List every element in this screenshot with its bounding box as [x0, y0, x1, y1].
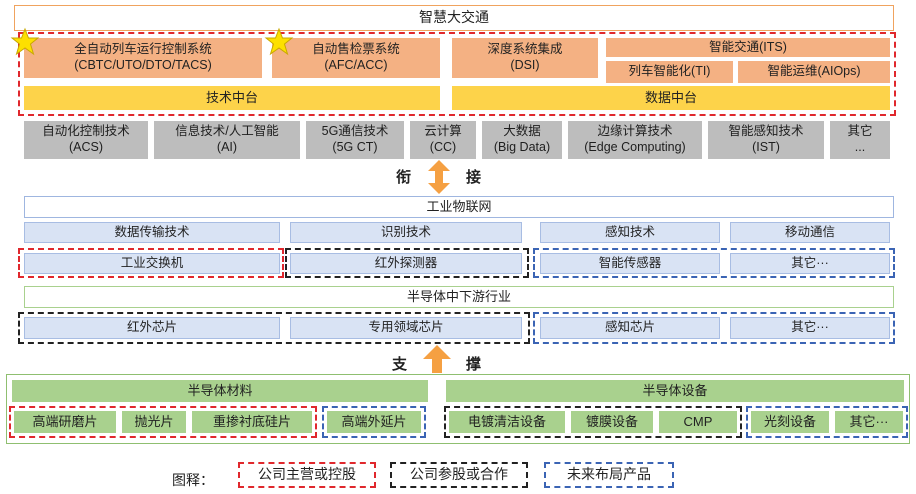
afc-sub: (AFC/ACC): [324, 58, 388, 72]
dsi-sub: (DSI): [510, 58, 540, 72]
support-left-char: 支: [392, 356, 408, 373]
equipment-item: 电镀清洁设备: [449, 411, 565, 433]
iot-category: 感知技术: [540, 222, 720, 243]
afc-label: 自动售检票系统: [312, 42, 400, 57]
red-dashed-frame: [18, 248, 284, 278]
tech-label: 云计算: [424, 124, 462, 139]
equipment-item: 光刻设备: [751, 411, 829, 433]
tech-item: 云计算(CC): [410, 121, 476, 159]
tech-item: 5G通信技术(5G CT): [306, 121, 404, 159]
iot-title: 工业物联网: [24, 196, 894, 218]
tech-sub: (5G CT): [332, 140, 378, 154]
semi-item: 感知芯片: [540, 317, 720, 339]
star-icon: [264, 27, 294, 56]
afc-box: 自动售检票系统 (AFC/ACC): [272, 38, 440, 78]
tech-sub: (AI): [216, 140, 238, 154]
tech-sub: ...: [854, 140, 866, 154]
blue-dashed-frame: [746, 406, 908, 438]
equipment-item: 其它···: [835, 411, 903, 433]
double-arrow-icon: [428, 160, 450, 194]
black-dashed-frame: [285, 248, 529, 278]
connect-left-char: 衔: [396, 169, 412, 186]
tech-item: 边缘计算技术(Edge Computing): [568, 121, 702, 159]
blue-dashed-frame: [322, 406, 426, 438]
its-box: 智能交通(ITS): [606, 38, 890, 57]
iot-item: 其它···: [730, 253, 890, 274]
equipment-item: CMP: [659, 411, 737, 433]
tech-sub: (CC): [429, 140, 457, 154]
tech-sub: (IST): [752, 140, 780, 154]
tech-platform: 技术中台: [24, 86, 440, 110]
iot-item: 工业交换机: [24, 253, 280, 274]
equipment-item: 镀膜设备: [571, 411, 653, 433]
material-item: 高端外延片: [327, 411, 421, 433]
cbtc-label: 全自动列车运行控制系统: [74, 42, 212, 57]
tech-label: 自动化控制技术: [42, 124, 130, 139]
tech-sub: (Big Data): [493, 140, 551, 154]
iot-category: 识别技术: [290, 222, 522, 243]
tech-sub: (Edge Computing): [584, 140, 686, 154]
tech-label: 信息技术/人工智能: [175, 124, 279, 139]
legend-black: 公司参股或合作: [390, 462, 528, 488]
tech-item: 智能感知技术(IST): [708, 121, 824, 159]
semi-item: 专用领域芯片: [290, 317, 522, 339]
legend-label: 图释：: [172, 472, 214, 488]
app-group-red-frame: [18, 32, 896, 116]
tech-label: 智能感知技术: [728, 124, 804, 139]
blue-dashed-frame: [533, 312, 895, 344]
cbtc-box: 全自动列车运行控制系统 (CBTC/UTO/DTO/TACS): [24, 38, 262, 78]
materials-title: 半导体材料: [12, 380, 428, 402]
aiops-box: 智能运维(AIOps): [738, 61, 890, 83]
material-item: 重掺衬底硅片: [192, 411, 312, 433]
tech-item: 其它...: [830, 121, 890, 159]
material-item: 抛光片: [122, 411, 186, 433]
up-arrow-icon: [423, 345, 451, 373]
tech-item: 自动化控制技术(ACS): [24, 121, 148, 159]
semi-title: 半导体中下游行业: [24, 286, 894, 308]
iot-item: 智能传感器: [540, 253, 720, 274]
cbtc-sub: (CBTC/UTO/DTO/TACS): [74, 58, 212, 72]
tech-label: 大数据: [503, 124, 541, 139]
tech-item: 信息技术/人工智能(AI): [154, 121, 300, 159]
legend-blue: 未来布局产品: [544, 462, 674, 488]
tech-sub: (ACS): [68, 140, 104, 154]
black-dashed-frame: [444, 406, 742, 438]
connect-right-char: 接: [466, 169, 482, 186]
iot-category: 移动通信: [730, 222, 890, 243]
material-item: 高端研磨片: [14, 411, 116, 433]
support-right-char: 撑: [466, 356, 482, 373]
semi-item: 红外芯片: [24, 317, 280, 339]
tech-label: 其它: [847, 124, 873, 139]
legend-red: 公司主营或控股: [238, 462, 376, 488]
black-dashed-frame: [18, 312, 530, 344]
dsi-label: 深度系统集成: [487, 42, 563, 57]
tech-item: 大数据(Big Data): [482, 121, 562, 159]
iot-category: 数据传输技术: [24, 222, 280, 243]
star-icon: [10, 27, 40, 56]
top-title: 智慧大交通: [14, 5, 894, 31]
equipment-title: 半导体设备: [446, 380, 904, 402]
dsi-box: 深度系统集成 (DSI): [452, 38, 598, 78]
iot-item: 红外探测器: [290, 253, 522, 274]
red-dashed-frame: [9, 406, 317, 438]
ti-box: 列车智能化(TI): [606, 61, 733, 83]
tech-label: 边缘计算技术: [597, 124, 673, 139]
semi-item: 其它···: [730, 317, 890, 339]
blue-dashed-frame: [533, 248, 895, 278]
tech-label: 5G通信技术: [321, 124, 389, 139]
data-platform: 数据中台: [452, 86, 890, 110]
